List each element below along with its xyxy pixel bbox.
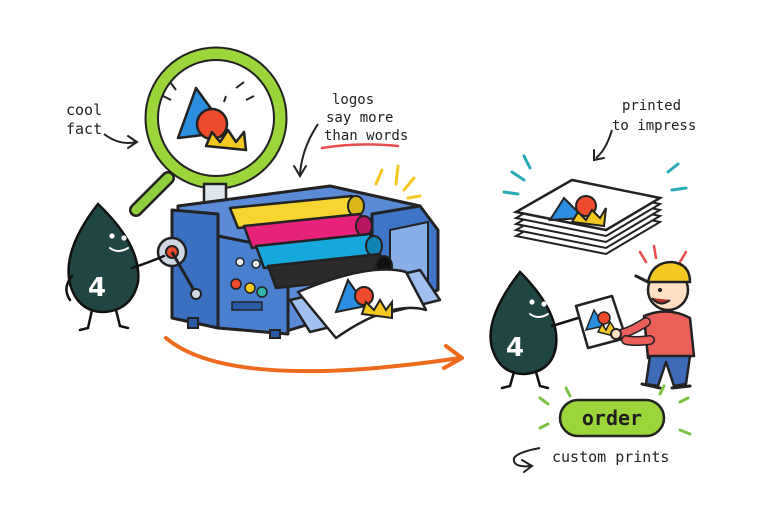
logos-line1: logos bbox=[332, 92, 374, 108]
sparkle-icon bbox=[374, 164, 422, 200]
custom-prints-link[interactable]: custom prints bbox=[512, 447, 670, 473]
handed-print-icon bbox=[574, 294, 628, 350]
mascot-number-left: 4 bbox=[88, 273, 106, 303]
cool-fact-line1: cool bbox=[66, 101, 102, 119]
logos-line3: than words bbox=[324, 128, 408, 144]
custom-prints-label: custom prints bbox=[552, 448, 669, 466]
logos-arrow-icon bbox=[299, 123, 319, 175]
underline-icon bbox=[320, 143, 400, 150]
ink-rollers-icon bbox=[228, 194, 393, 290]
customer-person-icon bbox=[610, 244, 696, 390]
cool-fact-line2: fact bbox=[66, 120, 102, 138]
printed-sheet-icon bbox=[296, 268, 428, 340]
ink-drop-mascot-left: 4 bbox=[65, 202, 166, 332]
printing-press-icon bbox=[156, 184, 442, 340]
flow-arrow-icon bbox=[164, 336, 464, 374]
printed-arrow-icon bbox=[595, 129, 613, 159]
lens-logo-icon bbox=[162, 81, 255, 152]
printed-line2: to impress bbox=[612, 118, 696, 134]
cool-fact-arrow-icon bbox=[103, 133, 137, 144]
ink-drop-mascot-right: 4 bbox=[489, 270, 580, 390]
magnifying-glass-icon bbox=[129, 46, 288, 217]
curved-arrow-icon bbox=[512, 447, 541, 468]
order-button[interactable]: order bbox=[558, 398, 666, 438]
logos-annotation: logos say more than words bbox=[293, 92, 408, 178]
mascot-number-right: 4 bbox=[506, 333, 524, 363]
order-button-label: order bbox=[582, 406, 642, 430]
order-sparkles-icon bbox=[538, 384, 692, 436]
cool-fact-annotation: cool fact bbox=[66, 101, 139, 149]
paper-stack-icon bbox=[512, 178, 664, 256]
printed-annotation: printed to impress bbox=[593, 98, 696, 162]
printed-line1: printed bbox=[622, 98, 681, 114]
logos-line2: say more bbox=[326, 110, 393, 126]
sparkle-teal-icon bbox=[502, 154, 688, 196]
